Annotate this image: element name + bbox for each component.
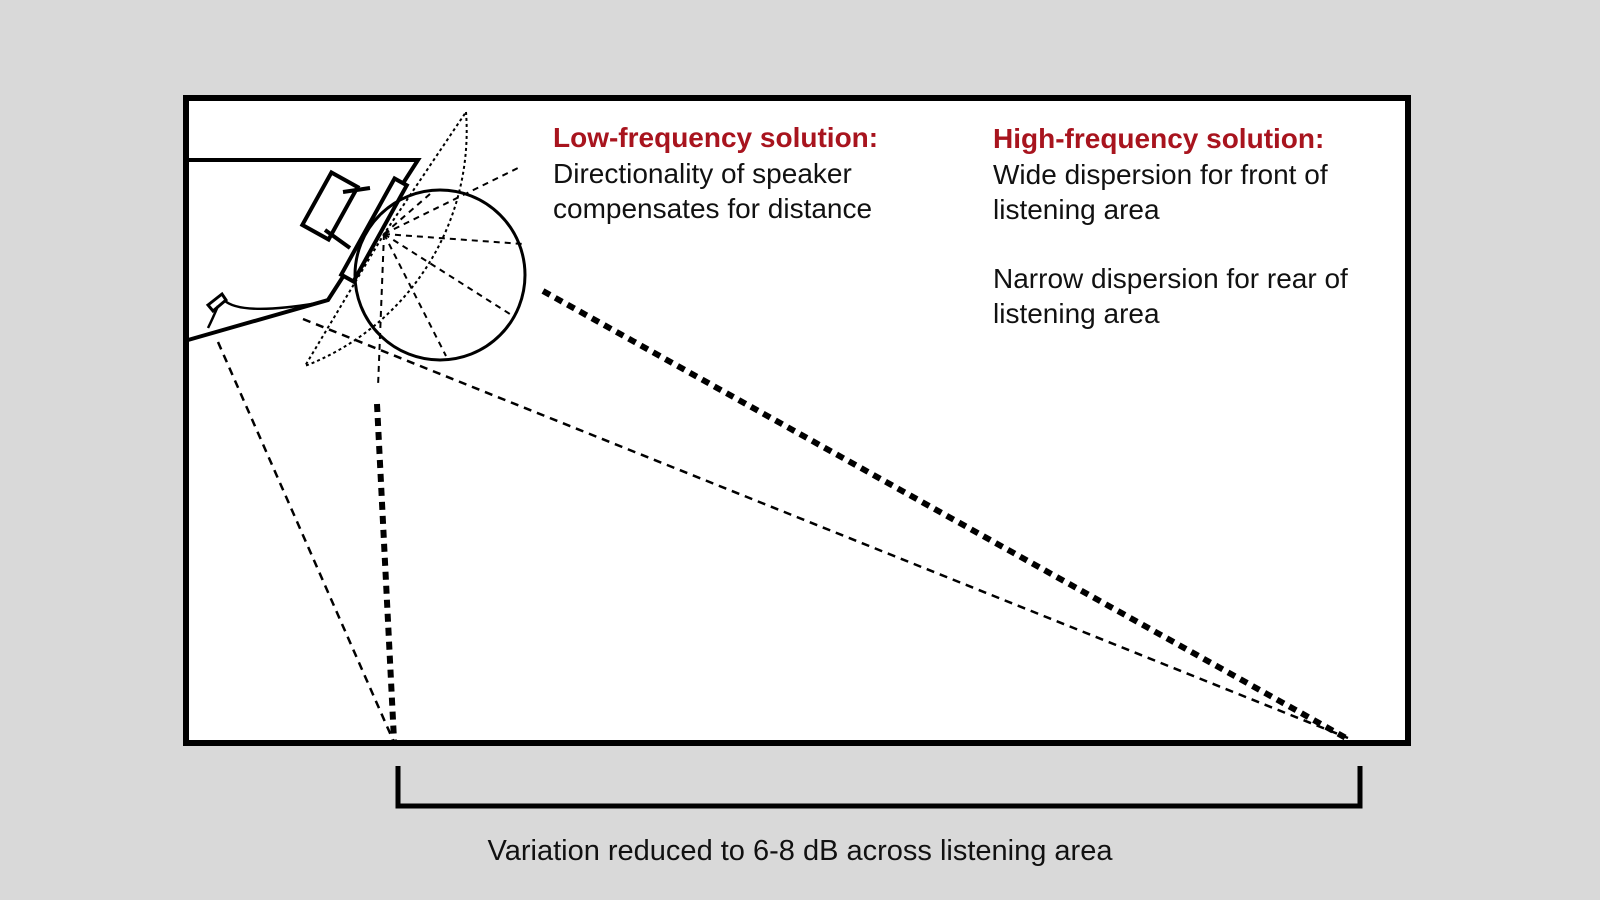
high-frequency-p2-line-1: Narrow dispersion for rear of xyxy=(993,263,1348,294)
high-frequency-note: High-frequency solution: Wide dispersion… xyxy=(993,121,1413,331)
low-frequency-heading: Low-frequency solution: xyxy=(553,122,879,153)
low-frequency-line-1: Directionality of speaker xyxy=(553,158,852,189)
listening-area-bracket xyxy=(395,766,1363,809)
low-frequency-line-2: compensates for distance xyxy=(553,193,873,224)
directional-dispersion-wedge xyxy=(302,109,468,368)
dispersion-rays xyxy=(377,167,524,388)
caption: Variation reduced to 6-8 dB across liste… xyxy=(487,835,1113,867)
small-source xyxy=(205,291,228,314)
high-frequency-heading: High-frequency solution: xyxy=(993,123,1325,154)
high-frequency-paragraph-2: Narrow dispersion for rear of listening … xyxy=(993,261,1413,331)
speaker-cone xyxy=(323,186,371,250)
low-frequency-note: Low-frequency solution: Directionality o… xyxy=(553,120,953,226)
high-frequency-p1-line-1: Wide dispersion for front of xyxy=(993,159,1328,190)
omni-dispersion-circle xyxy=(353,188,527,362)
sightlines-thin xyxy=(216,317,1349,741)
high-frequency-p2-line-2: listening area xyxy=(993,298,1160,329)
sightlines-thick xyxy=(374,288,1348,741)
speaker-body xyxy=(299,169,361,243)
small-source-base xyxy=(206,299,319,329)
high-frequency-p1-line-2: listening area xyxy=(993,194,1160,225)
